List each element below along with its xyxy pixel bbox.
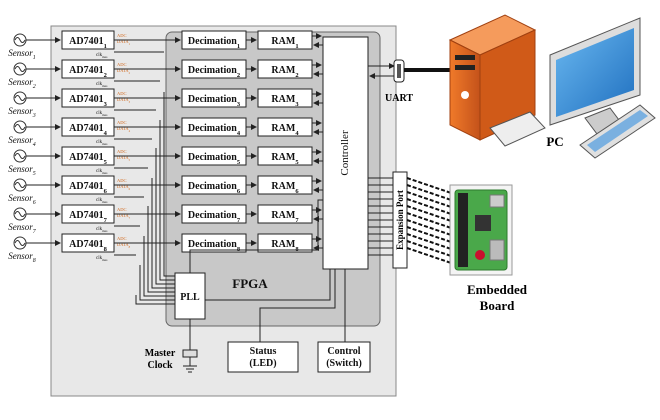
adc-clock-label: clkmas xyxy=(96,82,108,88)
status-led-block xyxy=(227,341,299,373)
ram-label: RAM7 xyxy=(271,210,299,224)
ram-block xyxy=(257,175,313,195)
controller-io-wires xyxy=(205,269,346,342)
ground-icon xyxy=(183,357,197,373)
sensor-wave xyxy=(14,153,26,159)
adc-clock-label: clkmas xyxy=(96,53,108,59)
decimation-label: Decimation6 xyxy=(188,181,241,195)
sensor-label: Sensor8 xyxy=(8,251,36,264)
ram-label: RAM4 xyxy=(271,123,299,137)
uart-label: UART xyxy=(385,93,413,104)
ram-block xyxy=(257,233,313,253)
fpga-label: FPGA xyxy=(232,276,268,291)
adc-clock-label: clkmas xyxy=(96,111,108,117)
adc-data-label: DATA7 xyxy=(117,213,131,220)
adc-data-label: DATA8 xyxy=(117,242,131,249)
sensor-label: Sensor2 xyxy=(8,77,36,90)
ram-label: RAM1 xyxy=(271,36,298,50)
status-label-2: (LED) xyxy=(249,358,276,369)
adc-label: AD74016 xyxy=(69,181,107,195)
sensor-wave xyxy=(14,95,26,101)
adc-data-label: DATA3 xyxy=(117,97,131,104)
sensor-wave xyxy=(14,124,26,130)
controller-label: Controller xyxy=(339,130,351,176)
adc-data-label: DATA2 xyxy=(117,68,131,75)
master-clock-label-1: Master xyxy=(145,348,176,359)
adc-data-label: DATA4 xyxy=(117,126,131,133)
decimation-label: Decimation1 xyxy=(188,36,240,50)
adc-data-label: DATA5 xyxy=(117,155,131,162)
adc-label: AD74018 xyxy=(69,239,107,253)
ram-label: RAM6 xyxy=(271,181,299,195)
adc-data-label: DATA6 xyxy=(117,184,131,191)
controller-block xyxy=(322,36,369,270)
sensor-label: Sensor7 xyxy=(8,222,37,235)
adc-signal-label: ADC xyxy=(117,149,127,154)
decimation-label: Decimation4 xyxy=(188,123,241,137)
adc-label: AD74017 xyxy=(69,210,107,224)
adc-clock-label: clkmas xyxy=(96,256,108,262)
decimation-label: Decimation7 xyxy=(188,210,241,224)
sensor-label: Sensor4 xyxy=(8,135,36,148)
pc-label: PC xyxy=(546,134,563,149)
decimation-label: Decimation5 xyxy=(188,152,241,166)
decimation-label: Decimation2 xyxy=(188,65,240,79)
pll-label: PLL xyxy=(180,292,200,303)
ram-label: RAM8 xyxy=(271,239,299,253)
sensor-label: Sensor5 xyxy=(8,164,36,177)
decimation-label: Decimation8 xyxy=(188,239,241,253)
adc-label: AD74013 xyxy=(69,94,107,108)
master-clock-label-2: Clock xyxy=(148,360,173,371)
adc-clock-label: clkmas xyxy=(96,198,108,204)
sensor-wave xyxy=(14,240,26,246)
sensor-wave xyxy=(14,211,26,217)
embedded-board-label-2: Board xyxy=(480,298,515,313)
expansion-bus xyxy=(368,177,393,256)
adc-signal-label: ADC xyxy=(117,120,127,125)
control-label-1: Control xyxy=(327,346,360,357)
ram-label: RAM3 xyxy=(271,94,299,108)
sensor-label: Sensor3 xyxy=(8,106,36,119)
status-label-1: Status xyxy=(250,346,277,357)
adc-label: AD74012 xyxy=(69,65,107,79)
sensor-label: Sensor6 xyxy=(8,193,36,206)
pc-icon xyxy=(448,14,656,159)
adc-signal-label: ADC xyxy=(117,236,127,241)
adc-data-label: DATA1 xyxy=(117,39,131,46)
ram-label: RAM2 xyxy=(271,65,298,79)
adc-label: AD74011 xyxy=(69,36,107,50)
adc-label: AD74015 xyxy=(69,152,107,166)
pll-block xyxy=(174,272,206,320)
ram-block xyxy=(257,30,313,50)
adc-signal-label: ADC xyxy=(117,62,127,67)
ram-block xyxy=(257,146,313,166)
adc-signal-label: ADC xyxy=(117,207,127,212)
adc-signal-label: ADC xyxy=(117,178,127,183)
control-label-2: (Switch) xyxy=(326,358,362,369)
adc-clock-label: clkmas xyxy=(96,140,108,146)
pll-clock-bundle xyxy=(135,92,323,305)
sensor-label: Sensor1 xyxy=(8,48,36,61)
decimation-label: Decimation3 xyxy=(188,94,241,108)
master-clock-symbol xyxy=(182,349,198,358)
ram-block xyxy=(257,117,313,137)
adc-signal-label: ADC xyxy=(117,33,127,38)
ram-block xyxy=(257,204,313,224)
adc-label: AD74014 xyxy=(69,123,107,137)
sensor-wave xyxy=(14,66,26,72)
embedded-board-icon xyxy=(449,184,513,276)
ram-block xyxy=(257,88,313,108)
adc-clock-label: clkmas xyxy=(96,169,108,175)
embedded-board-label-1: Embedded xyxy=(467,282,528,297)
sensor-wave xyxy=(14,37,26,43)
control-switch-block xyxy=(317,341,371,373)
ram-block xyxy=(257,59,313,79)
expansion-port-label: Expansion Port xyxy=(395,190,405,250)
ram-label: RAM5 xyxy=(271,152,299,166)
sensor-wave xyxy=(14,182,26,188)
ribbon-cable xyxy=(406,177,461,267)
adc-signal-label: ADC xyxy=(117,91,127,96)
adc-clock-label: clkmas xyxy=(96,227,108,233)
